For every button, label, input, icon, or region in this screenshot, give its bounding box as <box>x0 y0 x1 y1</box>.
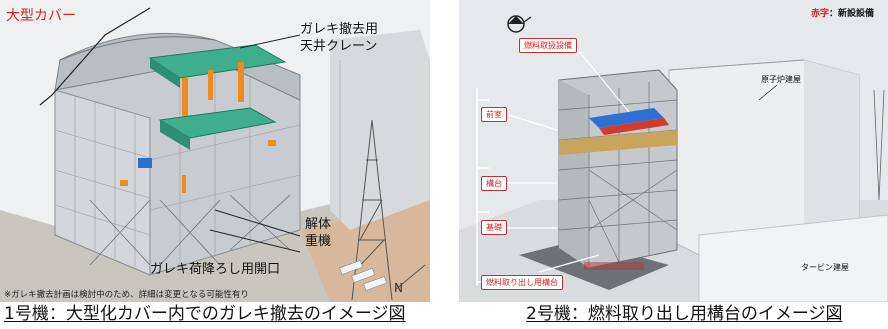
north-mark: N <box>394 281 403 295</box>
fuel-removal-platform-tag: 燃料取り出し用構台 <box>481 275 563 290</box>
unit1-cover-illustration <box>0 7 430 302</box>
new-equipment-legend: 赤字：新設設備 <box>811 6 874 19</box>
reactor-building-label: 原子炉建屋 <box>761 75 801 84</box>
legend-new-equipment-text: ：新設設備 <box>829 9 875 19</box>
unit1-caption: 1号機：大型化カバー内でのガレキ撤去のイメージ図 <box>4 304 406 324</box>
machine-label-line1: 解体 <box>305 217 332 232</box>
front-room-tag: 前室 <box>481 107 507 122</box>
plan-note: ※ガレキ撤去計画は検討中のため、詳細は変更となる可能性有り <box>4 290 249 300</box>
crane-label-line1: ガレキ撤去用 <box>300 22 379 37</box>
unit2-image-panel: 赤字：新設設備 燃料取扱設備 原子炉建屋 前室 構台 基礎 タービン建屋 燃料取… <box>459 0 888 302</box>
legend-red-text: 赤字 <box>811 9 830 19</box>
fuel-handling-equipment-tag: 燃料取扱設備 <box>519 38 577 53</box>
turbine-building-label: タービン建屋 <box>801 263 849 272</box>
large-cover-label: 大型カバー <box>6 8 76 24</box>
crane-label-line2: 天井クレーン <box>300 39 378 54</box>
platform-tag: 構台 <box>481 176 507 191</box>
unit2-caption: 2号機：燃料取り出し用構台のイメージ図 <box>526 304 843 324</box>
unit1-image-panel: 大型カバー ガレキ撤去用 天井クレーン 解体 重機 ガレキ荷降ろし用開口 ※ガレ… <box>0 0 430 302</box>
north-arrow-icon <box>507 15 532 33</box>
foundation-tag: 基礎 <box>481 220 507 235</box>
machine-label-line2: 重機 <box>305 234 332 249</box>
unit2-platform-illustration <box>459 15 888 302</box>
debris-opening-label: ガレキ荷降ろし用開口 <box>150 262 281 277</box>
